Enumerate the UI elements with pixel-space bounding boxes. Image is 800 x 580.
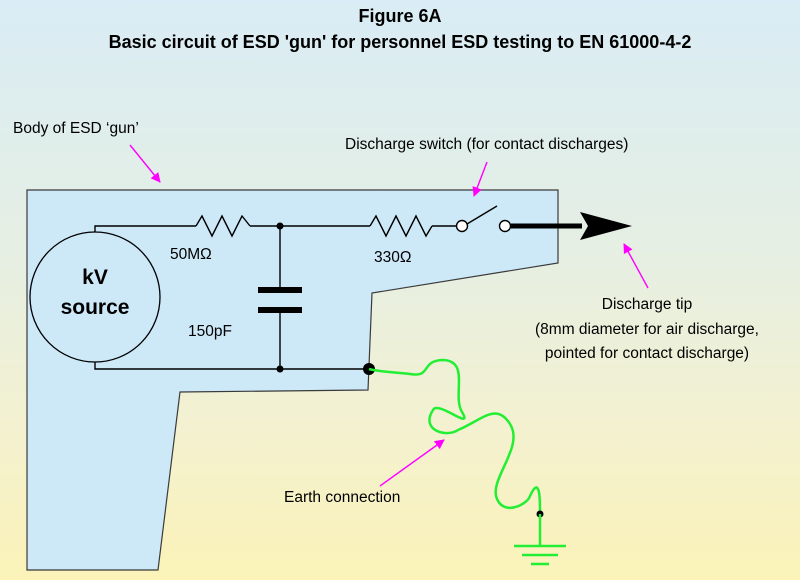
capacitor-plate-top: [258, 287, 302, 293]
capacitor-plate-bottom: [258, 307, 302, 313]
switch-contact-right: [498, 219, 512, 233]
gun-body-label: Body of ESD ‘gun’: [13, 120, 139, 137]
switch-lever: [466, 205, 498, 225]
pointer-arrow-tip: [623, 243, 649, 289]
earth-wire: [368, 358, 542, 513]
pointer-arrow-body: [129, 144, 161, 183]
capacitor-label: 150pF: [188, 323, 232, 340]
kv-source-label: kV: [82, 266, 108, 289]
junction-dot-bottom: [276, 365, 284, 373]
figure-title: Figure 6A: [358, 6, 442, 26]
discharge-tip-note-1: (8mm diameter for air discharge,: [535, 321, 759, 338]
switch-contact-left: [455, 219, 469, 233]
kv-source-label-2: source: [61, 296, 130, 319]
resistor-330: [369, 214, 433, 238]
discharge-switch-label: Discharge switch (for contact discharges…: [345, 136, 628, 153]
resistor-50m-label: 50MΩ: [170, 246, 212, 263]
discharge-tip-label: Discharge tip: [602, 296, 692, 313]
junction-dot-top: [276, 222, 284, 230]
ground-symbol: [514, 514, 566, 566]
pointer-arrow-switch: [472, 161, 488, 197]
resistor-50m: [195, 214, 251, 238]
earth-connection-label: Earth connection: [284, 489, 400, 506]
discharge-tip: [580, 212, 632, 240]
gun-body: [26, 189, 559, 571]
resistor-330-label: 330Ω: [374, 249, 411, 266]
figure-subtitle: Basic circuit of ESD 'gun' for personnel…: [108, 32, 692, 52]
discharge-tip-note-2: pointed for contact discharge): [545, 345, 749, 362]
pointer-arrow-earth: [379, 439, 445, 487]
